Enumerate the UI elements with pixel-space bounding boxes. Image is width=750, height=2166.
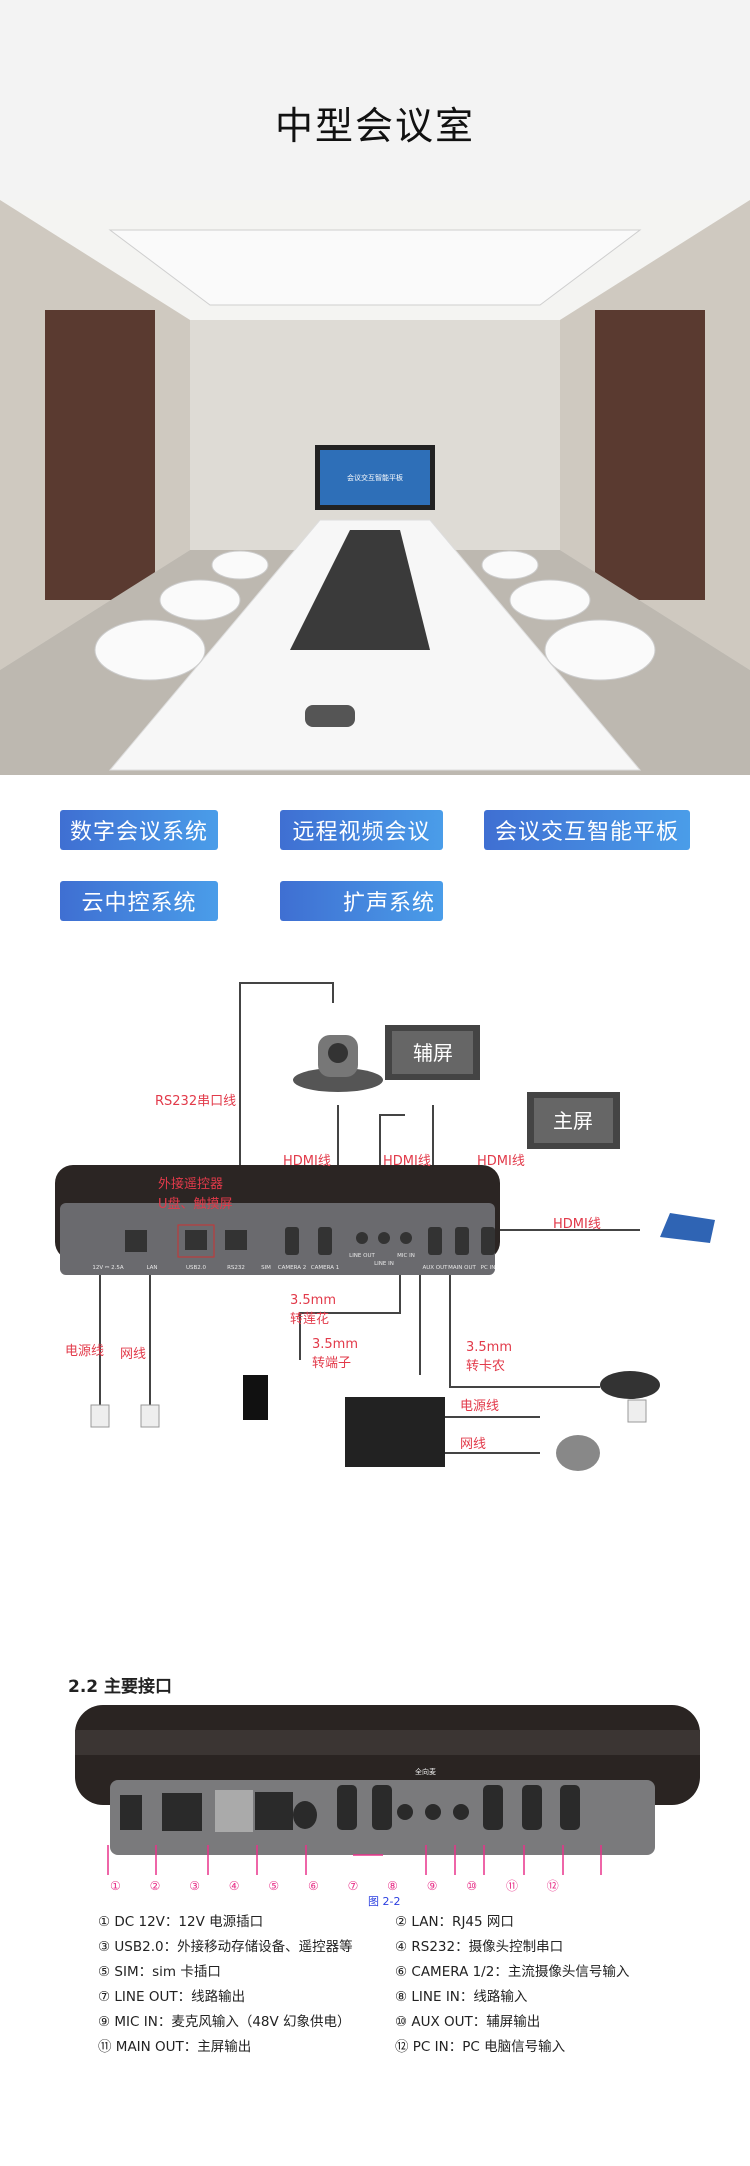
- udisk-label: U盘、触摸屏: [158, 1197, 233, 1212]
- port-label-line-in: LINE IN: [374, 1261, 394, 1267]
- feature-cloud-control[interactable]: 云中控系统: [60, 881, 218, 921]
- feature-smart-panel[interactable]: 会议交互智能平板: [484, 810, 690, 850]
- hdmi-label-aux: HDMI线: [383, 1154, 431, 1169]
- rs232-label: RS232串口线: [155, 1094, 237, 1109]
- conference-room-photo: 会议交互智能平板: [0, 200, 750, 775]
- interface-item: ⑩ AUX OUT：辅屏输出: [395, 2014, 541, 2030]
- hdmi-label-pc: HDMI线: [553, 1217, 601, 1232]
- network-label-2: 网线: [460, 1437, 487, 1452]
- interface-item: ⑪ MAIN OUT：主屏输出: [98, 2039, 252, 2055]
- port-label-power: 12V ⎓ 2.5A: [92, 1265, 123, 1271]
- port-label-sim: SIM: [261, 1265, 271, 1271]
- terminal-label: 3.5mm 转端子: [312, 1337, 359, 1371]
- network-label: 网线: [120, 1347, 147, 1362]
- feature-video-conference[interactable]: 远程视频会议: [280, 810, 443, 850]
- interface-item: ② LAN：RJ45 网口: [395, 1914, 514, 1930]
- xlr-label: 3.5mm 转卡农: [466, 1340, 513, 1374]
- figure-caption: 图 2-2: [368, 1895, 401, 1908]
- port-label-rs232: RS232: [227, 1265, 245, 1271]
- feature-digital-conference[interactable]: 数字会议系统: [60, 810, 218, 850]
- screen-text: 会议交互智能平板: [347, 473, 403, 482]
- section-title: 2.2 主要接口: [68, 1677, 173, 1697]
- omni-mic-label: 全向麦: [415, 1767, 436, 1776]
- remote-label: 外接遥控器: [158, 1177, 224, 1192]
- interface-item: ③ USB2.0：外接移动存储设备、遥控器等: [98, 1939, 353, 1955]
- port-label-line-out: LINE OUT: [349, 1253, 375, 1259]
- connection-diagram: 辅屏 主屏 12V ⎓ 2.5A LAN USB2.0 RS232 SIM CA…: [0, 975, 750, 1505]
- port-label-mic-in: MIC IN: [397, 1253, 415, 1259]
- port-label-pc-in: PC IN: [481, 1265, 496, 1271]
- hdmi-label-camera: HDMI线: [283, 1154, 331, 1169]
- interface-item: ① DC 12V：12V 电源插口: [98, 1914, 264, 1930]
- interface-item: ⑦ LINE OUT：线路输出: [98, 1989, 246, 2005]
- main-screen-label: 主屏: [553, 1109, 593, 1133]
- port-label-usb: USB2.0: [186, 1265, 207, 1271]
- interface-item: ⑨ MIC IN：麦克风输入（48V 幻象供电）: [98, 2014, 351, 2030]
- header-band: [0, 0, 750, 200]
- power-label: 电源线: [65, 1344, 105, 1359]
- port-numbers: ① ② ③ ④ ⑤ ⑥ ⑦ ⑧ ⑨ ⑩ ⑪ ⑫: [110, 1879, 559, 1893]
- interface-item: ⑫ PC IN：PC 电脑信号输入: [395, 2039, 566, 2055]
- interface-item: ⑤ SIM：sim 卡插口: [98, 1964, 221, 1980]
- port-label-camera1: CAMERA 1: [311, 1265, 339, 1271]
- port-label-main-out: MAIN OUT: [448, 1265, 476, 1271]
- interface-item: ⑧ LINE IN：线路输入: [395, 1989, 528, 2005]
- port-label-aux-out: AUX OUT: [422, 1265, 448, 1271]
- device-rear-panel: 全向麦: [70, 1700, 700, 1885]
- feature-sound-system[interactable]: 扩声系统: [280, 881, 443, 921]
- page-title: 中型会议室: [274, 104, 475, 148]
- interface-item: ④ RS232：摄像头控制串口: [395, 1939, 564, 1955]
- interface-item: ⑥ CAMERA 1/2：主流摄像头信号输入: [395, 1964, 630, 1980]
- port-label-camera2: CAMERA 2: [278, 1265, 306, 1271]
- hdmi-label-main: HDMI线: [477, 1154, 525, 1169]
- port-label-lan: LAN: [146, 1265, 157, 1271]
- power-label-2: 电源线: [460, 1399, 500, 1414]
- lotus-label: 3.5mm 转莲花: [290, 1293, 337, 1327]
- aux-screen-label: 辅屏: [413, 1041, 453, 1065]
